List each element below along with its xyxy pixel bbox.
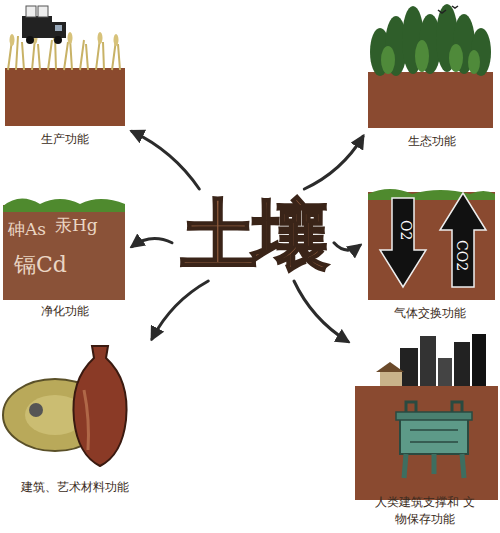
function-caption: 生态功能 (365, 133, 498, 150)
function-caption: 净化功能 (0, 303, 130, 320)
soil-block (3, 205, 125, 300)
birds (438, 6, 458, 13)
skyline (376, 334, 486, 388)
function-node: 人类建筑支撑和 文物保存功能 (350, 328, 500, 528)
function-arrow (304, 136, 363, 189)
up-arrow (440, 193, 486, 287)
wheat-field (8, 36, 120, 70)
function-arrow (294, 281, 348, 342)
truck (22, 6, 66, 44)
soil-block (368, 192, 495, 300)
element-label: 汞Hg (55, 214, 98, 237)
function-caption: 建筑、艺术材料功能 (0, 479, 150, 496)
function-arrow (152, 281, 208, 339)
function-node: 生态功能 (365, 0, 498, 150)
function-node: 生产功能 (0, 0, 130, 148)
function-node: 建筑、艺术材料功能 (0, 340, 150, 496)
function-node: 气体交换功能 (362, 182, 498, 322)
forest (370, 4, 491, 76)
down-arrow (380, 198, 426, 287)
element-label: CO2 (454, 240, 470, 271)
vase-shine (84, 390, 89, 450)
plate-knob (29, 403, 43, 417)
grass (3, 198, 125, 212)
forest-light (381, 40, 480, 74)
function-caption: 生产功能 (0, 131, 130, 148)
bronze-ding (396, 402, 472, 478)
soil-block (355, 386, 498, 500)
element-label: O2 (398, 220, 414, 240)
function-arrow (132, 131, 199, 189)
center-title: 土壤 (168, 190, 338, 280)
vase (73, 346, 126, 466)
function-arrow (334, 243, 360, 250)
soil-block (368, 72, 493, 128)
center-node: 土壤 (168, 185, 338, 285)
function-caption: 气体交换功能 (362, 305, 498, 322)
soil-block (5, 68, 125, 126)
grass (368, 189, 495, 200)
element-label: 砷As (8, 218, 46, 241)
element-label: 镉Cd (14, 250, 67, 280)
function-caption: 人类建筑支撑和 文物保存功能 (375, 494, 475, 528)
function-arrow (132, 239, 172, 247)
